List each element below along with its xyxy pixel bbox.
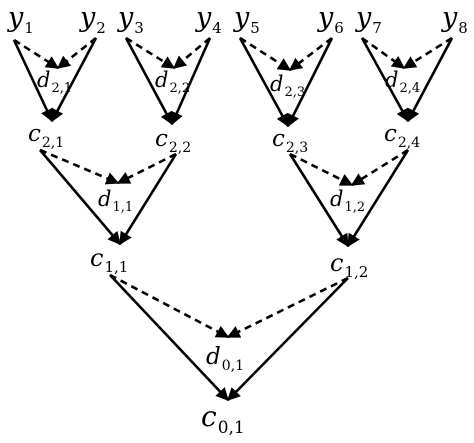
node-c01-subscript: 0,1 bbox=[218, 418, 245, 438]
node-c21-subscript: 2,1 bbox=[42, 135, 64, 151]
node-y6-base: y bbox=[317, 2, 334, 33]
node-d01-label: d0,1 bbox=[206, 344, 244, 374]
node-c12-label: c1,2 bbox=[330, 249, 368, 281]
node-d22-subscript: 2,2 bbox=[169, 81, 190, 96]
node-y4-base: y bbox=[195, 2, 212, 33]
edge-c11-to-d01-arrow bbox=[109, 273, 230, 339]
edge-y1-to-c21-arrow bbox=[12, 39, 54, 123]
node-y6-label: y6 bbox=[317, 2, 344, 37]
node-d11-base: d bbox=[98, 187, 111, 211]
edge-y4-to-d22-arrow bbox=[173, 37, 211, 69]
edge-y7-to-c24-arrow bbox=[360, 37, 410, 123]
node-d24-base: d bbox=[385, 68, 398, 92]
node-y3-base: y bbox=[117, 2, 134, 33]
node-c21-label: c2,1 bbox=[28, 121, 64, 151]
node-y7-base: y bbox=[355, 2, 372, 33]
edge-c24-to-c12-arrow bbox=[346, 149, 410, 248]
node-y4-label: y4 bbox=[195, 2, 222, 37]
edge-y3-to-d22-arrow bbox=[125, 36, 176, 70]
edge-c24-to-d12-arrow bbox=[350, 148, 409, 187]
node-c01-base: c bbox=[201, 400, 217, 433]
node-y2-base: y bbox=[79, 2, 96, 33]
node-d23-label: d2,3 bbox=[270, 72, 305, 100]
node-y3-subscript: 3 bbox=[134, 19, 144, 37]
node-c22-label: c2,2 bbox=[155, 126, 191, 156]
node-d01-base: d bbox=[206, 344, 221, 370]
edge-y5-to-d23-arrow bbox=[239, 36, 292, 72]
edge-y8-to-d24-arrow bbox=[402, 36, 453, 70]
node-y5-label: y5 bbox=[233, 2, 260, 37]
node-d23-subscript: 2,3 bbox=[284, 85, 305, 100]
node-c12-subscript: 1,2 bbox=[344, 263, 368, 281]
node-d22-base: d bbox=[155, 68, 168, 92]
node-d21-label: d2,1 bbox=[37, 68, 72, 96]
node-d12-base: d bbox=[330, 187, 343, 211]
node-d21-subscript: 2,1 bbox=[51, 81, 72, 96]
node-y2-subscript: 2 bbox=[96, 19, 106, 37]
node-y7-subscript: 7 bbox=[372, 19, 382, 37]
node-d24-label: d2,4 bbox=[385, 68, 420, 96]
edge-y2-to-d21-arrow bbox=[56, 36, 97, 70]
edge-y3-to-c22-arrow bbox=[124, 37, 174, 126]
node-y8-subscript: 8 bbox=[458, 19, 468, 37]
node-d11-subscript: 1,1 bbox=[112, 200, 133, 215]
node-c24-base: c bbox=[384, 121, 397, 147]
node-y1-subscript: 1 bbox=[24, 19, 34, 37]
edge-c11-to-c01-arrow bbox=[109, 274, 229, 401]
edge-y2-to-c21-arrow bbox=[50, 37, 98, 123]
edge-c23-to-c12-arrow bbox=[288, 153, 350, 248]
node-d21-base: d bbox=[37, 68, 50, 92]
node-y8-label: y8 bbox=[441, 2, 468, 37]
edge-y4-to-c22-arrow bbox=[170, 37, 212, 126]
edge-y6-to-c23-arrow bbox=[286, 37, 334, 128]
node-d01-subscript: 0,1 bbox=[222, 358, 244, 374]
edge-y1-to-d21-arrow bbox=[13, 38, 60, 70]
edges-layer bbox=[12, 36, 454, 401]
node-y7-label: y7 bbox=[355, 2, 382, 37]
edge-y5-to-c23-arrow bbox=[238, 37, 290, 128]
edge-c22-to-c11-arrow bbox=[118, 153, 178, 246]
edge-y7-to-d24-arrow bbox=[361, 36, 406, 70]
node-c23-subscript: 2,3 bbox=[286, 140, 308, 156]
node-c21-base: c bbox=[28, 121, 41, 147]
node-y5-subscript: 5 bbox=[250, 19, 260, 37]
node-y3-label: y3 bbox=[117, 2, 144, 37]
node-c12-base: c bbox=[330, 249, 343, 277]
node-y1-base: y bbox=[7, 2, 24, 33]
node-y6-subscript: 6 bbox=[334, 19, 344, 37]
edge-y8-to-c24-arrow bbox=[406, 37, 454, 123]
node-c01-label: c0,1 bbox=[201, 400, 245, 438]
node-c11-label: c1,1 bbox=[90, 244, 128, 276]
node-y4-subscript: 4 bbox=[212, 19, 222, 37]
node-c11-base: c bbox=[90, 244, 103, 272]
edge-c21-to-c11-arrow bbox=[39, 149, 121, 245]
node-d23-base: d bbox=[270, 72, 283, 96]
node-y8-base: y bbox=[441, 2, 458, 33]
node-c22-base: c bbox=[155, 126, 168, 152]
node-d12-subscript: 1,2 bbox=[344, 200, 365, 215]
edge-c12-to-d01-arrow bbox=[226, 276, 349, 339]
node-c23-base: c bbox=[272, 126, 285, 152]
node-d22-label: d2,2 bbox=[155, 68, 190, 96]
node-d12-label: d1,2 bbox=[330, 187, 365, 215]
node-c24-subscript: 2,4 bbox=[398, 135, 420, 151]
edge-y6-to-d23-arrow bbox=[288, 36, 333, 72]
node-c11-subscript: 1,1 bbox=[104, 258, 128, 276]
node-c22-subscript: 2,2 bbox=[169, 140, 191, 156]
node-c24-label: c2,4 bbox=[384, 121, 420, 151]
edge-c22-to-d11-arrow bbox=[116, 152, 177, 185]
edge-c12-to-c01-arrow bbox=[227, 277, 349, 401]
node-y5-base: y bbox=[233, 2, 250, 33]
node-c23-label: c2,3 bbox=[272, 126, 308, 156]
node-y2-label: y2 bbox=[79, 2, 106, 37]
node-d24-subscript: 2,4 bbox=[399, 81, 420, 96]
node-y1-label: y1 bbox=[7, 2, 34, 37]
node-d11-label: d1,1 bbox=[98, 187, 133, 215]
edge-c21-to-d11-arrow bbox=[39, 148, 120, 185]
